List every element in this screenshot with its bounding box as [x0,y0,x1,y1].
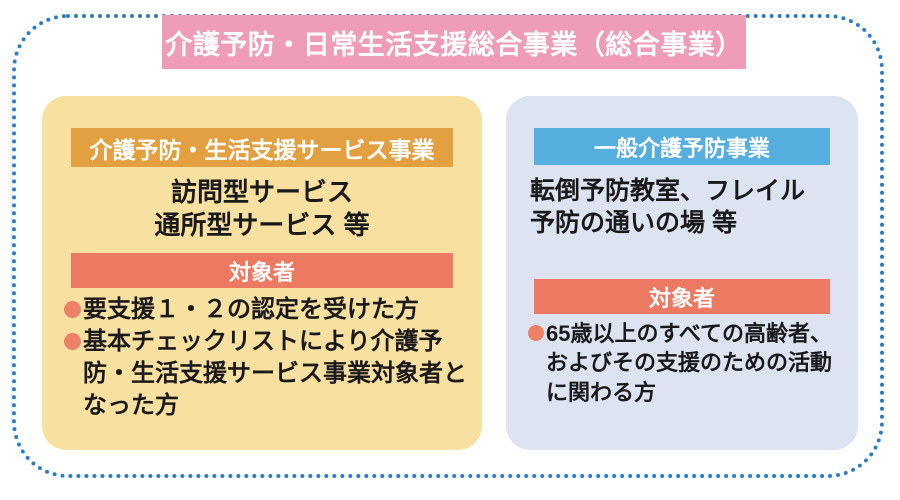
right-panel-target-label: 対象者 [648,285,715,311]
bullet-dot-icon [64,332,81,350]
bullet-dot-icon [64,301,81,318]
left-service-line-2: 通所型サービス 等 [154,210,370,241]
left-target-text-1: 要支援１・２の認定を受けた方 [83,296,419,323]
right-panel-header-label: 一般介護予防事業 [593,135,770,161]
right-panel-target-band: 対象者 [534,279,830,314]
left-panel-service-list: 訪問型サービス 通所型サービス 等 [42,176,482,243]
left-panel-header-band: 介護予防・生活支援サービス事業 [71,128,453,167]
left-service-line-1: 訪問型サービス [170,177,353,207]
panel-general-care-prevention-program: 一般介護予防事業 転倒予防教室、フレイル 予防の通いの場 等 対象者 65歳以上… [506,96,858,450]
panel-care-prevention-life-support-service: 介護予防・生活支援サービス事業 訪問型サービス 通所型サービス 等 対象者 要支… [42,96,482,450]
right-panel-service-list: 転倒予防教室、フレイル 予防の通いの場 等 [530,175,840,239]
left-panel-target-label: 対象者 [228,259,295,285]
left-target-text-2: 基本チェックリストにより介護予防・生活支援サービス事業対象者となった方 [83,327,467,419]
list-item: 基本チェックリストにより介護予防・生活支援サービス事業対象者となった方 [64,326,468,422]
list-item: 65歳以上のすべての高齢者、およびその支援のための活動に関わる方 [528,319,838,407]
bullet-dot-icon [528,325,544,341]
right-panel-header-band: 一般介護予防事業 [534,128,830,165]
right-service-line-1: 転倒予防教室、フレイル [530,177,806,205]
diagram-title: 介護予防・日常生活支援総合事業（総合事業） [165,29,743,60]
right-panel-target-list: 65歳以上のすべての高齢者、およびその支援のための活動に関わる方 [528,319,838,407]
list-item: 要支援１・２の認定を受けた方 [64,294,468,326]
right-target-text-1: 65歳以上のすべての高齢者、およびその支援のための活動に関わる方 [546,321,833,405]
diagram-title-band: 介護予防・日常生活支援総合事業（総合事業） [162,15,746,69]
right-service-line-2: 予防の通いの場 等 [530,209,737,237]
left-panel-header-label: 介護予防・生活支援サービス事業 [89,136,435,163]
left-panel-target-list: 要支援１・２の認定を受けた方 基本チェックリストにより介護予防・生活支援サービス… [64,294,468,422]
left-panel-target-band: 対象者 [71,253,453,288]
